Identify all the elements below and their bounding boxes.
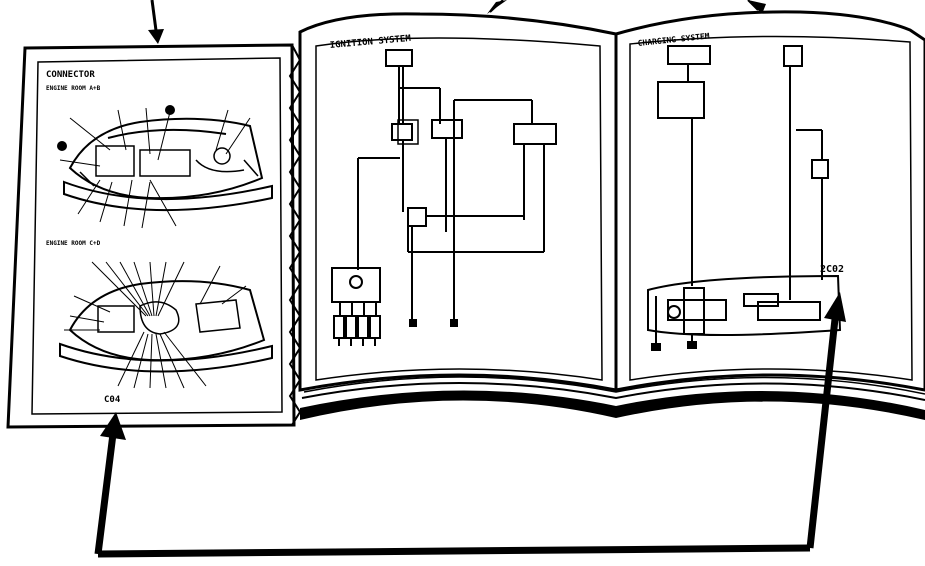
connector-page-heading: CONNECTOR — [46, 70, 95, 80]
connector-2c02-label: 2C02 — [820, 264, 844, 275]
top-pointer-arrow-middle — [487, 0, 507, 14]
engine-room-cd-label: ENGINE ROOM C+D — [46, 240, 101, 247]
page-stack-edge — [300, 390, 925, 420]
ignition-page — [300, 14, 616, 390]
top-pointer-arrow-left — [148, 0, 164, 44]
connector-c04-label: C04 — [104, 395, 121, 405]
connector-page: CONNECTOR ENGINE ROOM A+B — [8, 45, 300, 427]
engine-room-ab-label: ENGINE ROOM A+B — [46, 85, 101, 92]
